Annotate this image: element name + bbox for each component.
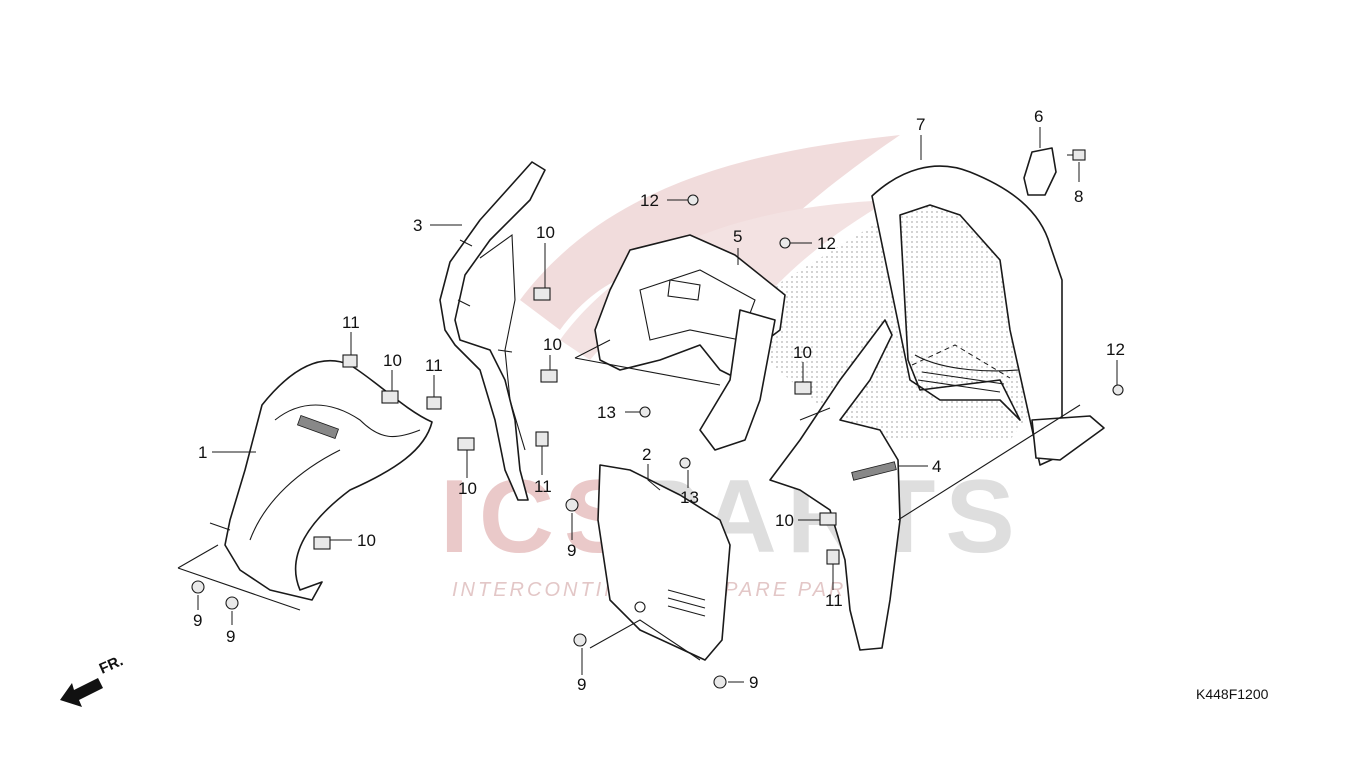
- part-3-outline: [439, 161, 546, 501]
- clip-10e: [313, 536, 331, 550]
- part-4-outline: [769, 319, 901, 651]
- screw-12c: [1112, 384, 1124, 396]
- part-5-ref-line: [574, 339, 721, 386]
- callout-12a: 12: [640, 191, 659, 210]
- screw-12a: [687, 194, 699, 206]
- part-1-center-crease: [274, 404, 421, 438]
- callout-13a: 13: [597, 403, 616, 422]
- part-7-outline: [871, 165, 1063, 466]
- part-7-rib: [917, 371, 1005, 393]
- screw-9e: [713, 675, 727, 689]
- part-4-grille: [851, 461, 897, 481]
- part-7-inner-cover: [720, 165, 1105, 466]
- callout-10e: 10: [357, 531, 376, 550]
- part-5-stay: [699, 309, 776, 451]
- part-1-lower-crease: [249, 449, 341, 541]
- screw-9a: [191, 580, 205, 594]
- clip-11b: [426, 396, 442, 410]
- callout-12b: 12: [817, 234, 836, 253]
- callout-10g: 10: [775, 511, 794, 530]
- callout-9b: 9: [226, 627, 235, 646]
- part-5-rib: [667, 279, 701, 301]
- screw-9d: [573, 633, 587, 647]
- callout-10c: 10: [383, 351, 402, 370]
- callout-8: 8: [1074, 187, 1083, 206]
- clip-11a: [342, 354, 358, 368]
- callout-12c: 12: [1106, 340, 1125, 359]
- front-arrow-icon: [60, 678, 103, 707]
- part-4-side-cover: [769, 319, 1081, 651]
- callout-5: 5: [733, 227, 742, 246]
- part-2-ref-line: [589, 619, 701, 661]
- callout-11b: 11: [425, 356, 443, 375]
- part-8-bolt: [1067, 149, 1086, 161]
- part-5-inner-pocket: [574, 234, 786, 451]
- clip-11d: [826, 549, 840, 565]
- callout-9c: 9: [567, 541, 576, 560]
- part-2-hole: [634, 601, 646, 613]
- clip-10f: [794, 381, 812, 395]
- diagram-code: K448F1200: [1196, 686, 1269, 702]
- callout-1: 1: [198, 443, 207, 462]
- callout-9d: 9: [577, 675, 586, 694]
- callout-10b: 10: [543, 335, 562, 354]
- screw-13a: [639, 406, 651, 418]
- callout-9a: 9: [193, 611, 202, 630]
- screw-12b: [779, 237, 791, 249]
- part-3-inner-line: [479, 233, 526, 451]
- part-1-ref-line: [177, 522, 301, 611]
- part-7-bracket: [1031, 415, 1105, 461]
- clip-10d: [457, 437, 475, 451]
- callout-2: 2: [642, 445, 651, 464]
- clip-10c: [381, 390, 399, 404]
- fasteners: [191, 194, 1124, 689]
- clip-10g: [819, 512, 837, 526]
- part-3-side-panel: [439, 161, 546, 501]
- part-7-inner-line: [914, 354, 1019, 372]
- part-2-grille: [667, 589, 706, 617]
- callout-10a: 10: [536, 223, 555, 242]
- callout-7: 7: [916, 115, 925, 134]
- leader-2: [647, 464, 661, 491]
- leader-lines: [197, 127, 1118, 683]
- callout-4: 4: [932, 457, 941, 476]
- callout-11a: 11: [342, 313, 360, 332]
- clip-10a: [533, 287, 551, 301]
- callout-3: 3: [413, 216, 422, 235]
- callout-labels: 1 2 3 4 5 6 7 8 9 9 9 9 9 10 10 10 10 10…: [193, 107, 1125, 694]
- screw-13b: [679, 457, 691, 469]
- part-1-emblem: [296, 414, 340, 440]
- part-2-lower-cover: [589, 464, 731, 661]
- clip-11c: [535, 431, 549, 447]
- clip-10b: [540, 369, 558, 383]
- part-6-small-cover: [1023, 147, 1057, 196]
- screw-9b: [225, 596, 239, 610]
- part-1-outline: [224, 360, 433, 601]
- callout-11d: 11: [825, 591, 843, 610]
- callout-9e: 9: [749, 673, 758, 692]
- front-label: FR.: [97, 652, 126, 677]
- callout-13b: 13: [680, 488, 699, 507]
- screw-9c: [565, 498, 579, 512]
- callout-10d: 10: [458, 479, 477, 498]
- part-4-ref-line: [799, 404, 1081, 521]
- part-1-front-cover: [177, 360, 433, 611]
- callout-11c: 11: [534, 477, 552, 496]
- part-8-bolt-head: [1072, 149, 1086, 161]
- front-direction-indicator: FR.: [60, 652, 126, 707]
- part-3-detail: [457, 239, 513, 353]
- part-7-dash-line: [911, 344, 1011, 379]
- callout-10f: 10: [793, 343, 812, 362]
- part-2-outline: [597, 464, 731, 661]
- callout-6: 6: [1034, 107, 1043, 126]
